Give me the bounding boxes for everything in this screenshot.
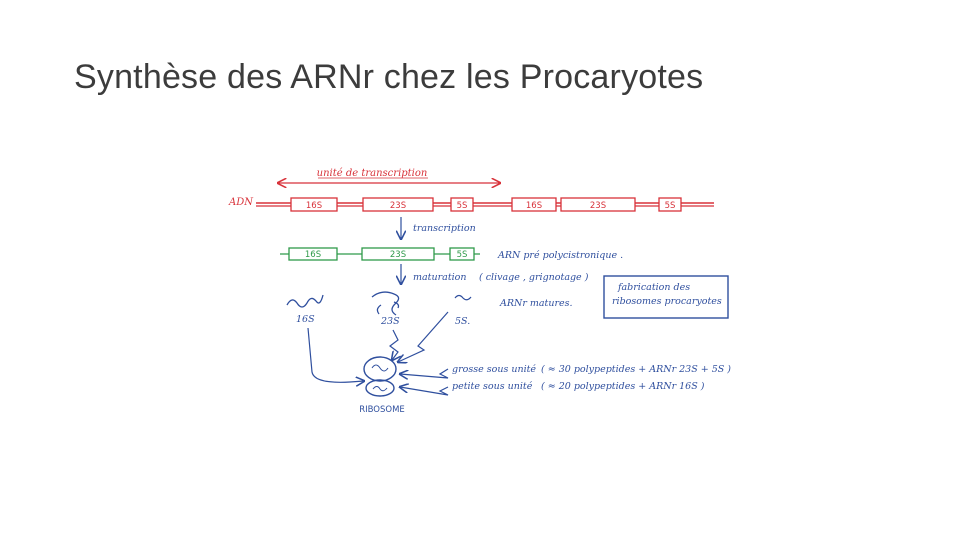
small-subunit-fold bbox=[373, 387, 387, 391]
arrow-small-subunit-pointer bbox=[400, 387, 448, 395]
ribosome-label: RIBOSOME bbox=[359, 405, 405, 415]
ribosome-icon: RIBOSOME bbox=[359, 357, 405, 415]
large-subunit-label: grosse sous unité bbox=[452, 364, 536, 375]
adn-label: ADN bbox=[228, 197, 254, 208]
transcription-unit-label: unité de transcription bbox=[317, 168, 428, 179]
dna-gene-label: 23S bbox=[390, 201, 406, 211]
arrow-23s-to-large-subunit bbox=[390, 330, 398, 360]
dna-row: ADN 16S 23S 5S 16S 23S 5S bbox=[228, 197, 714, 211]
precursor-gene-label: 23S bbox=[390, 250, 406, 260]
arrow-5s-to-large-subunit bbox=[398, 312, 448, 362]
mature-5s-label: 5S. bbox=[455, 316, 470, 327]
transcription-unit: unité de transcription bbox=[278, 168, 500, 183]
dna-gene-label: 16S bbox=[526, 201, 542, 211]
arrow-16s-to-small-subunit bbox=[308, 328, 364, 382]
maturation-detail: ( clivage , grignotage ) bbox=[479, 272, 589, 283]
assembly-arrows bbox=[308, 312, 448, 395]
arrow-large-subunit-pointer bbox=[400, 369, 448, 378]
precursor-gene-label: 5S bbox=[457, 250, 468, 260]
large-subunit-fold bbox=[372, 365, 388, 371]
precursor-rna-row: 16S 23S 5S ARN pré polycistronique . bbox=[280, 248, 623, 261]
dna-gene-label: 23S bbox=[590, 201, 606, 211]
mature-label: ARNr matures. bbox=[499, 298, 573, 309]
small-subunit-label: petite sous unité bbox=[452, 381, 533, 392]
maturation-label: maturation bbox=[413, 272, 467, 283]
transcription-label: transcription bbox=[413, 223, 476, 234]
small-subunit-detail: ( ≈ 20 polypeptides + ARNr 16S ) bbox=[541, 381, 705, 392]
dna-gene-label: 16S bbox=[306, 201, 322, 211]
mature-rnas: 16S 23S 5S. ARNr matures. bbox=[287, 292, 573, 327]
mature-23s-label: 23S bbox=[380, 316, 400, 327]
rna-5s-squiggle bbox=[455, 296, 471, 300]
mature-16s-label: 16S bbox=[296, 314, 315, 325]
transcription-step: transcription bbox=[401, 217, 476, 239]
fabrication-line-2: ribosomes procaryotes bbox=[612, 296, 722, 307]
maturation-step: maturation ( clivage , grignotage ) bbox=[401, 264, 589, 284]
precursor-label: ARN pré polycistronique . bbox=[497, 250, 623, 261]
dna-gene-label: 5S bbox=[457, 201, 468, 211]
small-subunit-shape bbox=[366, 380, 394, 396]
ribosome-fabrication-box: fabrication des ribosomes procaryotes bbox=[604, 276, 728, 318]
dna-gene-label: 5S bbox=[665, 201, 676, 211]
fabrication-line-1: fabrication des bbox=[617, 282, 690, 293]
large-subunit-detail: ( ≈ 30 polypeptides + ARNr 23S + 5S ) bbox=[541, 364, 731, 375]
subunit-descriptions: grosse sous unité ( ≈ 30 polypeptides + … bbox=[452, 364, 731, 392]
rna-16s-squiggle bbox=[287, 295, 323, 307]
precursor-gene-label: 16S bbox=[305, 250, 321, 260]
large-subunit-shape bbox=[364, 357, 396, 381]
rna-23s-squiggle bbox=[372, 292, 399, 315]
